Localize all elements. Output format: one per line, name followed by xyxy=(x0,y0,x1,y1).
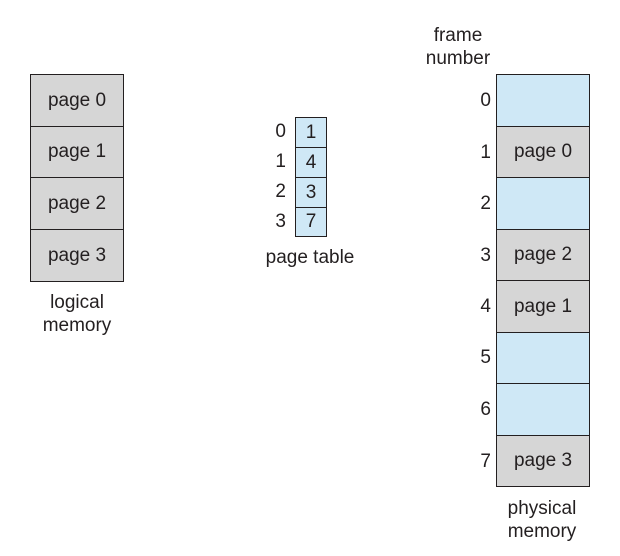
physical-caption-line1: physical xyxy=(507,498,577,519)
physical-frame-label: page 0 xyxy=(513,141,573,162)
physical-frame-4: page 1 xyxy=(496,280,590,333)
physical-frame-1: page 0 xyxy=(496,126,590,178)
page-table-entry-1: 4 xyxy=(295,147,327,178)
physical-frame-7: page 3 xyxy=(496,435,590,487)
logical-page-3: page 3 xyxy=(30,229,124,282)
physical-frame-label xyxy=(497,75,589,126)
physical-memory-caption: physical memory xyxy=(492,497,592,543)
physical-frame-label xyxy=(497,178,589,229)
page-table-frame: 3 xyxy=(305,181,317,203)
physical-frame-6 xyxy=(496,383,590,436)
physical-frame-label xyxy=(497,384,589,435)
frame-number: 5 xyxy=(480,347,491,368)
logical-page-2: page 2 xyxy=(30,177,124,230)
logical-page-label: page 2 xyxy=(47,192,107,214)
page-table-index: 2 xyxy=(275,181,286,202)
frame-header-line1: frame xyxy=(433,25,483,46)
logical-page-1: page 1 xyxy=(30,126,124,178)
page-table-entry-0: 1 xyxy=(295,117,327,148)
page-table-index: 0 xyxy=(275,121,286,142)
frame-number: 4 xyxy=(480,296,491,317)
page-table-index: 1 xyxy=(275,151,286,172)
physical-frame-2 xyxy=(496,177,590,230)
logical-page-label: page 0 xyxy=(47,89,107,111)
physical-frame-label: page 1 xyxy=(513,295,573,317)
page-table-frame: 4 xyxy=(305,151,317,173)
frame-number: 7 xyxy=(480,451,491,472)
logical-caption-line1: logical xyxy=(50,292,104,313)
logical-page-label: page 1 xyxy=(47,141,107,162)
physical-frame-label xyxy=(497,333,589,383)
frame-header-line2: number xyxy=(425,48,491,69)
physical-frame-3: page 2 xyxy=(496,229,590,281)
logical-caption-line2: memory xyxy=(42,315,112,336)
frame-number: 3 xyxy=(480,245,491,266)
physical-frame-5 xyxy=(496,332,590,384)
physical-frame-label: page 3 xyxy=(513,450,573,471)
logical-page-label: page 3 xyxy=(47,244,107,266)
page-table-entry-2: 3 xyxy=(295,177,327,208)
page-table-entry-3: 7 xyxy=(295,207,327,237)
frame-number-header: frame number xyxy=(413,24,503,70)
page-table-caption: page table xyxy=(265,247,355,268)
frame-number: 6 xyxy=(480,399,491,420)
physical-frame-0 xyxy=(496,74,590,127)
physical-frame-label: page 2 xyxy=(513,244,573,265)
physical-caption-line2: memory xyxy=(507,521,577,542)
frame-number: 2 xyxy=(480,193,491,214)
logical-page-0: page 0 xyxy=(30,74,124,127)
logical-memory-caption: logical memory xyxy=(30,291,124,337)
frame-number: 0 xyxy=(480,90,491,111)
page-table-frame: 7 xyxy=(305,211,317,232)
page-table-index: 3 xyxy=(275,211,286,232)
page-table-frame: 1 xyxy=(305,121,317,143)
frame-number: 1 xyxy=(480,142,491,163)
